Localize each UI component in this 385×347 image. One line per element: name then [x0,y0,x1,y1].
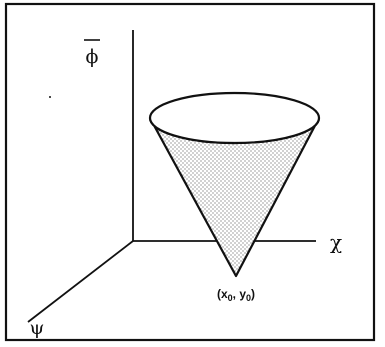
apex-y-label: y [239,287,246,301]
horizontal-axis-label: χ [330,230,342,254]
figure-frame [4,2,376,342]
apex-x-label: x [221,287,228,301]
depth-axis [27,240,134,323]
speck-mark [49,96,51,98]
cone-top-ellipse [148,91,321,145]
apex-y-subscript: 0 [246,293,251,303]
vertical-axis-label: ϕ [86,46,99,68]
apex-point-label: (x0, y0) [217,287,255,303]
apex-x-subscript: 0 [228,293,233,303]
depth-axis-label: ψ [30,317,45,339]
